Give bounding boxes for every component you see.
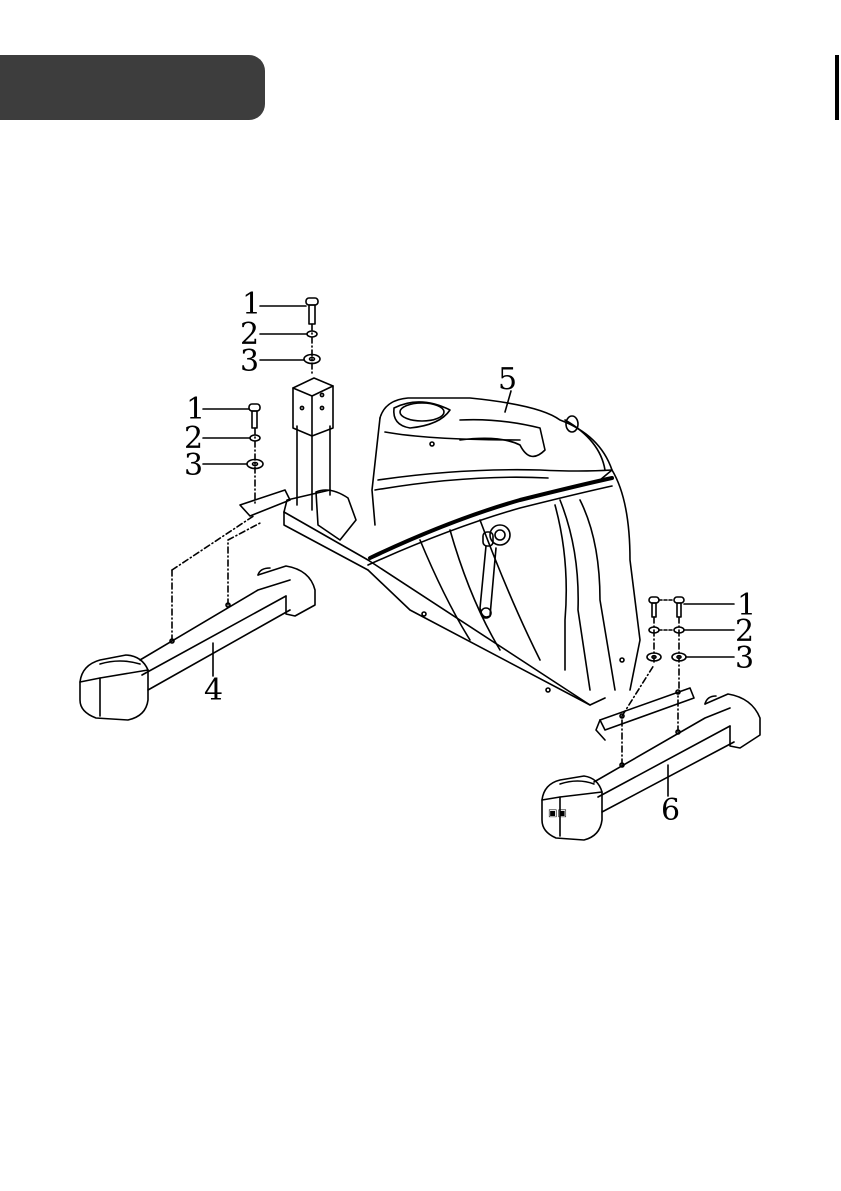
crank-arm xyxy=(480,525,510,618)
bolt-right-pair xyxy=(649,597,684,617)
flat-washer-right-pair xyxy=(647,653,686,661)
rear-stabilizer: ▣▣ xyxy=(542,694,760,840)
callout-flat-washer-right: 3 xyxy=(735,641,754,676)
callout-flat-washer-top: 3 xyxy=(240,344,259,379)
main-frame xyxy=(240,398,640,705)
bolt-top xyxy=(306,298,318,324)
callout-front-stabilizer: 4 xyxy=(204,673,223,708)
front-stabilizer xyxy=(80,566,315,720)
bolt-left xyxy=(249,404,260,428)
callout-flat-washer-left: 3 xyxy=(184,448,203,483)
rear-mount-plate xyxy=(600,688,694,730)
brand-badge-icon: ▣▣ xyxy=(548,808,567,819)
callout-rear-stabilizer: 6 xyxy=(661,793,680,828)
callout-main-frame: 5 xyxy=(498,362,517,397)
